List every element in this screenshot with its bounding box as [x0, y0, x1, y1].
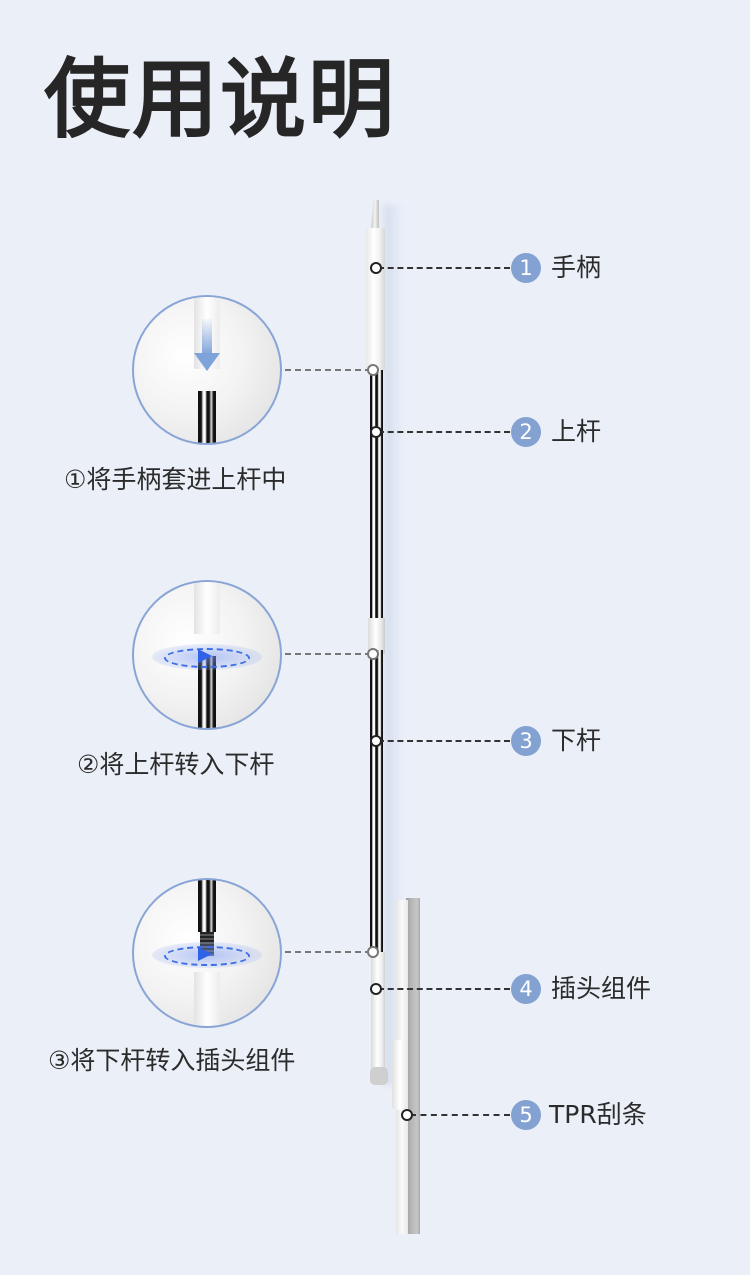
leader-line [285, 653, 371, 655]
anchor-dot [367, 364, 379, 376]
leader-line [285, 951, 371, 953]
leader-line [378, 267, 510, 269]
arrow-down-icon-head [194, 353, 220, 371]
upper-rod-part [370, 370, 383, 618]
anchor-dot [370, 426, 382, 438]
anchor-dot [367, 946, 379, 958]
part-label: 下杆 [551, 726, 602, 755]
leader-line [410, 1114, 510, 1116]
plug-assembly-part [371, 952, 385, 1072]
step-label: ②将上杆转入下杆 [77, 750, 275, 779]
step-label: ③将下杆转入插头组件 [48, 1046, 296, 1075]
leader-line [378, 431, 510, 433]
part-number-badge: 1 [511, 253, 541, 283]
anchor-dot [370, 735, 382, 747]
page-title: 使用说明 [44, 50, 396, 150]
anchor-dot [370, 262, 382, 274]
step-detail-circle [132, 295, 282, 445]
part-number-badge: 4 [511, 974, 541, 1004]
rotate-arrow-head [198, 947, 212, 961]
blade-clamp [392, 1040, 408, 1110]
part-number-badge: 3 [511, 726, 541, 756]
step-detail-circle [132, 580, 282, 730]
tpr-strip-part [406, 898, 420, 1234]
plug-foot [370, 1067, 388, 1085]
part-number-badge: 2 [511, 417, 541, 447]
handle-tip [371, 200, 379, 228]
leader-line [378, 740, 510, 742]
rotate-arrow-head [198, 649, 212, 663]
arrow-down-icon [202, 319, 212, 355]
leader-line [285, 369, 371, 371]
rod-connector-sleeve [368, 618, 385, 654]
anchor-dot [370, 983, 382, 995]
lower-rod-part [370, 650, 383, 952]
part-label: 插头组件 [551, 974, 652, 1003]
upper-rod-part [198, 391, 216, 443]
handle-part [366, 228, 385, 370]
part-label: TPR刮条 [549, 1100, 647, 1129]
pole-shadow [384, 205, 402, 1085]
part-number-badge: 5 [511, 1100, 541, 1130]
lower-rod-part [198, 656, 216, 728]
part-label: 手柄 [551, 253, 602, 282]
anchor-dot [401, 1109, 413, 1121]
step-detail-circle [132, 878, 282, 1028]
lower-rod-part [198, 880, 216, 932]
step-label: ①将手柄套进上杆中 [64, 465, 287, 494]
plug-assembly-part [194, 972, 220, 1026]
anchor-dot [367, 648, 379, 660]
part-label: 上杆 [551, 417, 602, 446]
upper-rod-end [194, 582, 220, 634]
leader-line [378, 988, 510, 990]
